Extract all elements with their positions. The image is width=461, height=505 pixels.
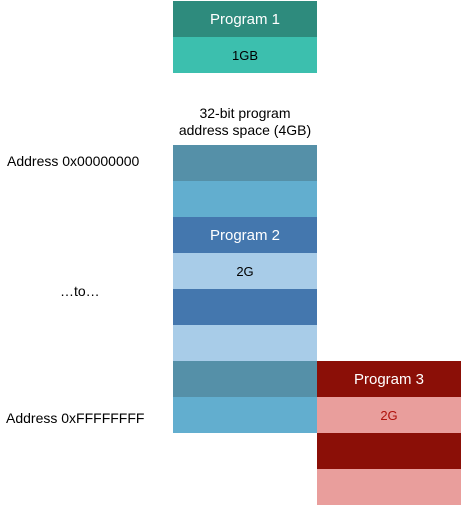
- program3-title: Program 3: [353, 370, 425, 388]
- program1-body: 1GB: [173, 37, 317, 73]
- address-middle-label: …to…: [60, 283, 100, 299]
- program1-size: 1GB: [231, 47, 258, 63]
- program3-header: Program 3: [317, 361, 461, 397]
- caption-line-1: 32-bit program: [199, 105, 291, 121]
- address-space-segment-8: [173, 397, 317, 433]
- program2-header: Program 2: [173, 217, 317, 253]
- program3-size: 2G: [380, 407, 398, 423]
- address-space-segment-1: [173, 145, 317, 181]
- address-end-label: Address 0xFFFFFFFF: [6, 410, 145, 426]
- address-space-segment-7: [173, 361, 317, 397]
- program2-title: Program 2: [209, 226, 281, 244]
- program1-title: Program 1: [209, 10, 281, 28]
- address-start-label: Address 0x00000000: [7, 153, 140, 169]
- caption-line-2: address space (4GB): [178, 122, 312, 138]
- address-space-caption: 32-bit program address space (4GB): [173, 105, 317, 139]
- program2-body: 2G: [173, 253, 317, 289]
- program3-segment-4: [317, 469, 461, 505]
- program2-size: 2G: [236, 263, 254, 279]
- program2-segment-4: [173, 325, 317, 361]
- address-space-segment-2: [173, 181, 317, 217]
- program3-body: 2G: [317, 397, 461, 433]
- program2-segment-3: [173, 289, 317, 325]
- program3-segment-3: [317, 433, 461, 469]
- program1-header: Program 1: [173, 1, 317, 37]
